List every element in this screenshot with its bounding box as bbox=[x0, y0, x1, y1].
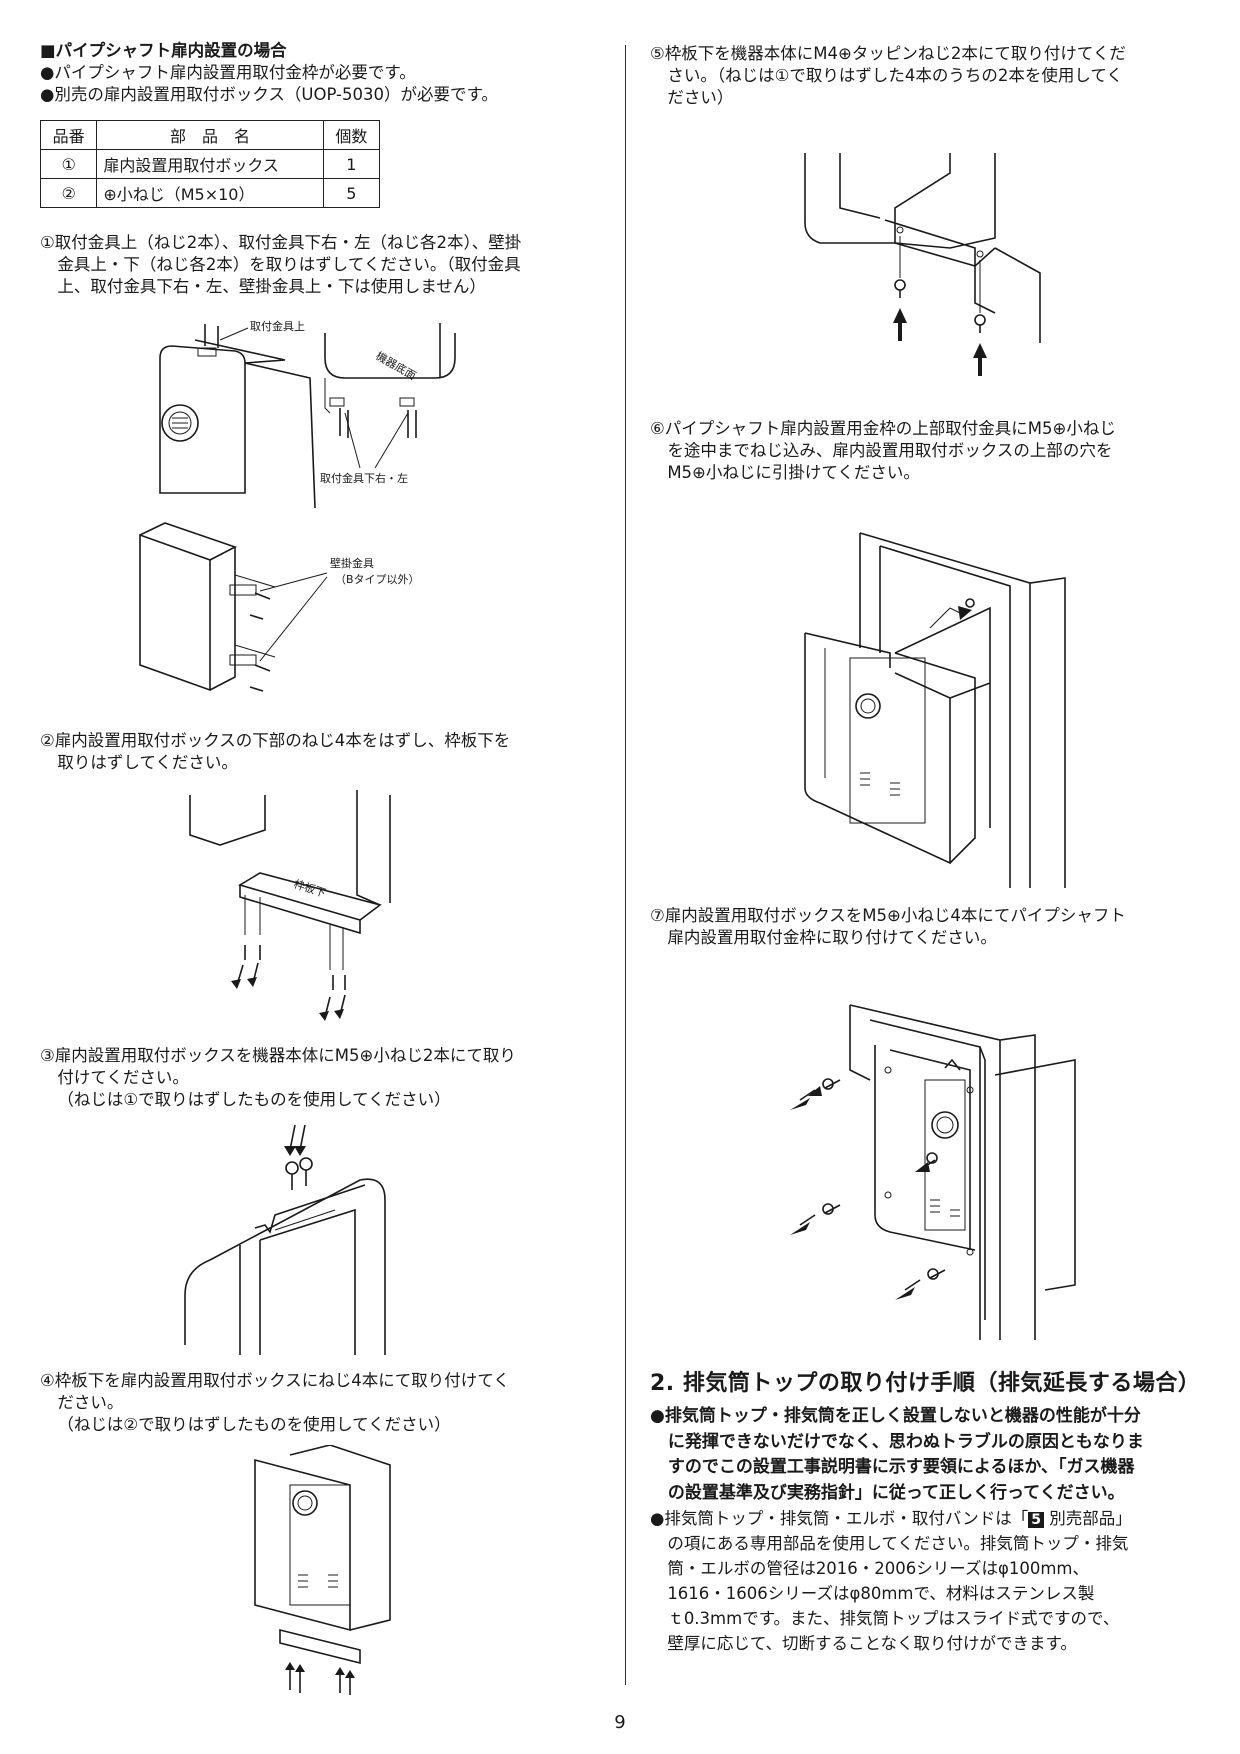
figure-1: 取付金具上 機器底面 取付金具下右・左 bbox=[150, 318, 470, 508]
label-frame-plate: 枠板下 bbox=[292, 877, 328, 901]
table-cell: 扉内設置用取付ボックス bbox=[96, 149, 324, 179]
step-6-line: ⑥パイプシャフト扉内設置用金枠の上部取付金具にM5⊕小ねじ bbox=[650, 419, 1116, 438]
figure-4 bbox=[180, 1120, 410, 1355]
table-header-row: 品番 部 品 名 個数 bbox=[39, 120, 381, 150]
figure-7 bbox=[800, 528, 1070, 888]
step-2-line: 取りはずしてください。 bbox=[57, 753, 238, 772]
step-4-line: ④枠板下を扉内設置用取付ボックスにねじ4本にて取り付けてく bbox=[40, 1371, 510, 1390]
table-cell: 5 bbox=[322, 178, 381, 208]
bold-bullet: ●排気筒トップ・排気筒を正しく設置しないと機器の性能が十分 に発揮できないだけで… bbox=[650, 1404, 1210, 1506]
step-1-line: 上、取付金具下右・左、壁掛金具上・下は使用しません） bbox=[57, 277, 486, 296]
figure-5 bbox=[250, 1445, 400, 1695]
step-1: ①取付金具上（ねじ2本）、取付金具下右・左（ねじ各2本）、壁掛 金具上・下（ねじ… bbox=[40, 232, 600, 298]
bold-bullet-line: すのでこの設置工事説明書に示す要領によるほか、「ガス機器 bbox=[667, 1457, 1135, 1477]
step-5-line: ださい） bbox=[667, 88, 734, 107]
bullet-2-line: 1616・1606シリーズはφ80mmで、材料はステンレス製 bbox=[667, 1584, 1095, 1603]
step-7: ⑦扉内設置用取付ボックスをM5⊕小ねじ4本にてパイプシャフト 扉内設置用取付金枠… bbox=[650, 905, 1210, 949]
step-3-line: ③扉内設置用取付ボックスを機器本体にM5⊕小ねじ2本にて取り bbox=[40, 1046, 516, 1065]
bullet-2-first-line: ●排気筒トップ・排気筒・エルボ・取付バンドは「5 別売部品」 bbox=[650, 1506, 1210, 1531]
table-header: 個数 bbox=[322, 120, 381, 150]
bullet-2-text: ●排気筒トップ・排気筒・エルボ・取付バンドは「 bbox=[650, 1509, 1029, 1528]
step-6-line: M5⊕小ねじに引掛けてください。 bbox=[667, 463, 920, 482]
step-6-line: を途中までねじ込み、扉内設置用取付ボックスの上部の穴を bbox=[667, 441, 1113, 460]
column-divider bbox=[625, 45, 626, 1685]
step-7-line: ⑦扉内設置用取付ボックスをM5⊕小ねじ4本にてパイプシャフト bbox=[650, 906, 1126, 925]
bullet-2-line: 壁厚に応じて、切断することなく取り付けができます。 bbox=[667, 1634, 1077, 1653]
step-4: ④枠板下を扉内設置用取付ボックスにねじ4本にて取り付けてく ださい。 （ねじは②… bbox=[40, 1370, 600, 1436]
bullet-2-line: 筒・エルボの管径は2016・2006シリーズはφ100mm、 bbox=[667, 1559, 1089, 1578]
step-1-line: 金具上・下（ねじ各2本）を取りはずしてください。（取付金具 bbox=[57, 255, 521, 274]
step-3-line: 付けてください。 bbox=[57, 1068, 189, 1087]
section-exhaust-top: 2. 排気筒トップの取り付け手順（排気延長する場合） ●排気筒トップ・排気筒を正… bbox=[650, 1370, 1210, 1656]
table-header: 部 品 名 bbox=[96, 120, 324, 150]
step-6: ⑥パイプシャフト扉内設置用金枠の上部取付金具にM5⊕小ねじ を途中までねじ込み、… bbox=[650, 418, 1210, 484]
table-cell: 1 bbox=[322, 149, 381, 179]
bold-bullet-line: に発揮できないだけでなく、思わぬトラブルの原因ともなりま bbox=[667, 1431, 1144, 1452]
page-number: 9 bbox=[614, 1712, 626, 1733]
figure-2: 壁掛金具 （Bタイプ以外） bbox=[135, 515, 455, 710]
step-5: ⑤枠板下を機器本体にM4⊕タッピンねじ2本にて取り付けてくだ さい。（ねじは①で… bbox=[650, 43, 1210, 109]
table-row: ② ⊕小ねじ（M5×10） 5 bbox=[39, 178, 381, 208]
figure-6 bbox=[800, 148, 1060, 393]
note-2: ●別売の扉内設置用取付ボックス（UOP-5030）が必要です。 bbox=[40, 85, 498, 104]
step-2-line: ②扉内設置用取付ボックスの下部のねじ4本をはずし、枠板下を bbox=[40, 731, 511, 750]
table-row: ① 扉内設置用取付ボックス 1 bbox=[39, 149, 381, 179]
bullet-2: ●排気筒トップ・排気筒・エルボ・取付バンドは「5 別売部品」 の項にある専用部品… bbox=[650, 1506, 1210, 1656]
table-cell: ① bbox=[39, 149, 98, 179]
figure-3: 枠板下 bbox=[185, 785, 445, 1030]
bullet-2-text: 別売部品」 bbox=[1043, 1509, 1132, 1528]
step-4-line: （ねじは②で取りはずしたものを使用してください） bbox=[57, 1415, 451, 1434]
bold-bullet-line: ●排気筒トップ・排気筒を正しく設置しないと機器の性能が十分 bbox=[650, 1406, 1141, 1426]
label-lower-bracket: 取付金具下右・左 bbox=[320, 471, 408, 485]
label-wall-bracket: 壁掛金具 bbox=[330, 556, 374, 570]
step-4-line: ださい。 bbox=[57, 1393, 124, 1412]
bold-bullet-line: の設置基準及び実務指針」に従って正しく行ってください。 bbox=[667, 1482, 1125, 1503]
figure-8 bbox=[770, 1000, 1110, 1340]
step-7-line: 扉内設置用取付金枠に取り付けてください。 bbox=[667, 928, 997, 947]
bullet-2-line: ｔ0.3mmです。また、排気筒トップはスライド式ですので、 bbox=[667, 1609, 1120, 1628]
bullet-2-line: の項にある専用部品を使用してください。排気筒トップ・排気 bbox=[667, 1534, 1129, 1553]
step-1-line: ①取付金具上（ねじ2本）、取付金具下右・左（ねじ各2本）、壁掛 bbox=[40, 233, 522, 252]
table-cell: ② bbox=[39, 178, 98, 208]
table-cell: ⊕小ねじ（M5×10） bbox=[96, 178, 324, 208]
step-5-line: さい。（ねじは①で取りはずした4本のうちの2本を使用してく bbox=[667, 66, 1123, 85]
step-3: ③扉内設置用取付ボックスを機器本体にM5⊕小ねじ2本にて取り 付けてください。 … bbox=[40, 1045, 600, 1111]
step-3-line: （ねじは①で取りはずしたものを使用してください） bbox=[57, 1090, 451, 1109]
left-column: ■パイプシャフト扉内設置の場合 ●パイプシャフト扉内設置用取付金枠が必要です。 … bbox=[39, 40, 600, 208]
section-title: 2. 排気筒トップの取り付け手順（排気延長する場合） bbox=[650, 1371, 1201, 1396]
step-5-line: ⑤枠板下を機器本体にM4⊕タッピンねじ2本にて取り付けてくだ bbox=[650, 44, 1126, 63]
table-header: 品番 bbox=[39, 120, 98, 150]
label-wall-bracket-note: （Bタイプ以外） bbox=[335, 573, 420, 586]
label-upper-bracket: 取付金具上 bbox=[250, 319, 305, 333]
step-2: ②扉内設置用取付ボックスの下部のねじ4本をはずし、枠板下を 取りはずしてください… bbox=[40, 730, 600, 774]
section-ref-badge: 5 bbox=[1028, 1512, 1044, 1528]
note-1: ●パイプシャフト扉内設置用取付金枠が必要です。 bbox=[40, 63, 416, 82]
parts-table: 品番 部 品 名 個数 ① 扉内設置用取付ボックス 1 ② ⊕小ねじ（M5×10… bbox=[39, 120, 381, 208]
section-heading: ■パイプシャフト扉内設置の場合 bbox=[40, 41, 287, 60]
